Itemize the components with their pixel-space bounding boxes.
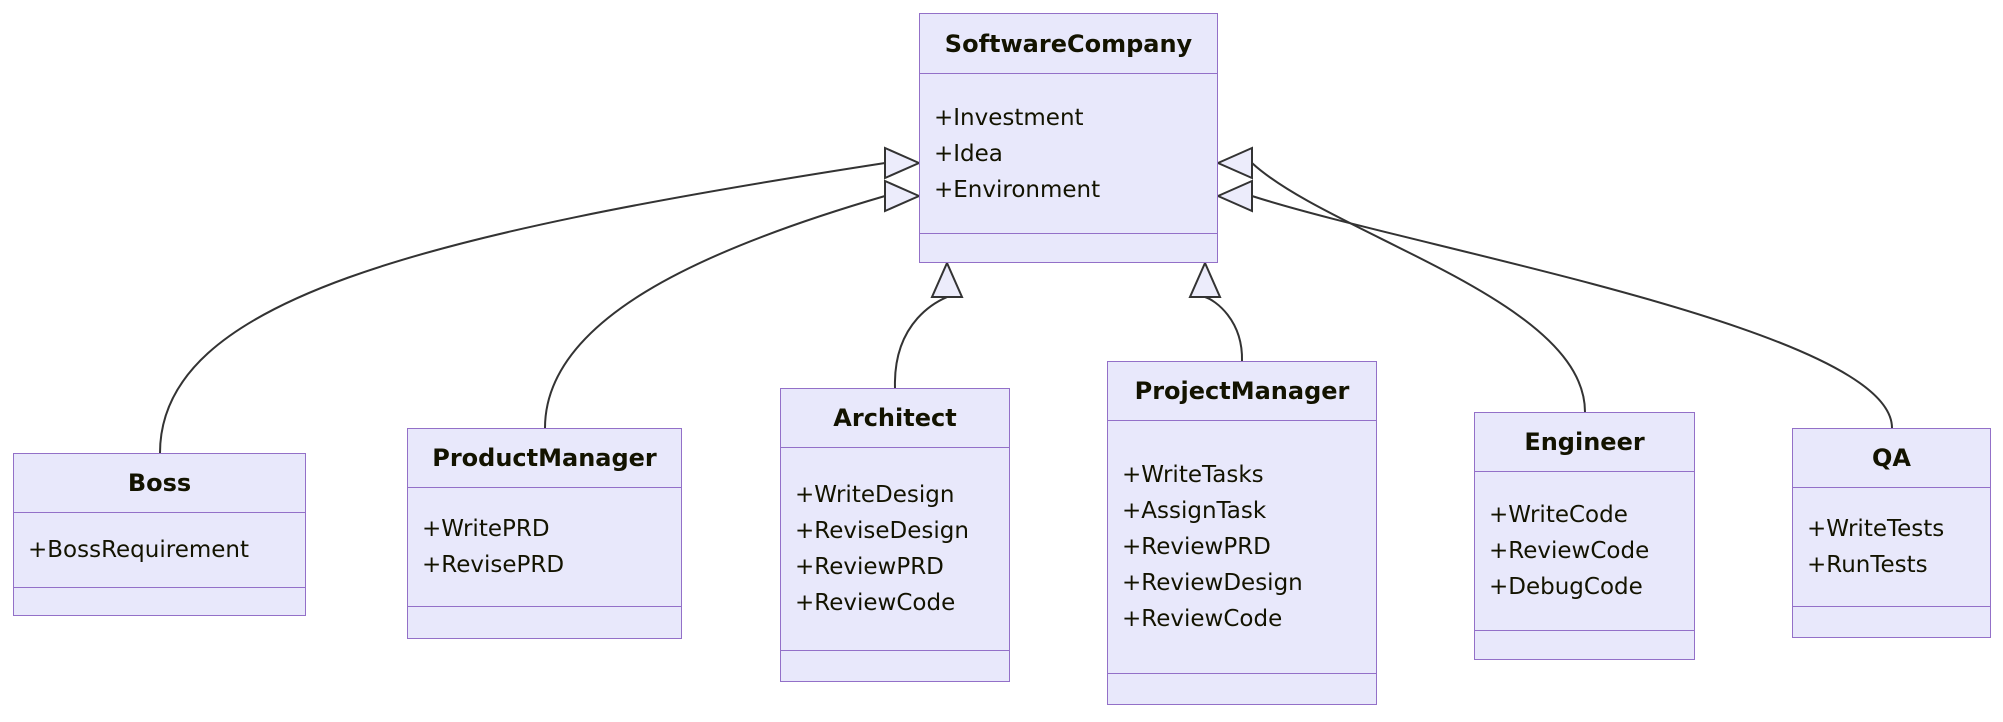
- inheritance-arrowhead-productmanager-to-softwarecompany: [884, 179, 922, 213]
- uml-class-title-boss: Boss: [14, 454, 305, 513]
- uml-attribute: +ReviewPRD: [795, 554, 944, 580]
- uml-attribute: +WriteDesign: [795, 482, 955, 508]
- inheritance-edge-engineer-to-softwarecompany: [1251, 162, 1586, 413]
- uml-class-methods-softwarecompany: [920, 234, 1217, 264]
- uml-class-boss[interactable]: Boss +BossRequirement: [13, 453, 306, 616]
- inheritance-edge-qa-to-softwarecompany: [1251, 195, 1893, 429]
- uml-class-qa[interactable]: QA +WriteTests +RunTests: [1792, 428, 1991, 638]
- uml-attribute: +Environment: [934, 176, 1101, 203]
- uml-class-title-engineer: Engineer: [1475, 413, 1694, 472]
- uml-attribute: +Idea: [934, 140, 1003, 167]
- uml-attribute: +WriteTasks: [1122, 462, 1264, 488]
- uml-class-attributes-qa: +WriteTests +RunTests: [1793, 488, 1990, 607]
- uml-class-title-architect: Architect: [781, 389, 1009, 448]
- uml-class-projectmanager[interactable]: ProjectManager +WriteTasks +AssignTask +Rev…: [1107, 361, 1377, 705]
- uml-class-attributes-boss: +BossRequirement: [14, 513, 305, 588]
- inheritance-arrowhead-projectmanager-to-softwarecompany: [1188, 260, 1222, 298]
- inheritance-arrowhead-boss-to-softwarecompany: [884, 146, 922, 180]
- uml-attribute: +WritePRD: [422, 516, 550, 542]
- uml-attribute: +RevisePRD: [422, 552, 565, 578]
- uml-attribute: +ReviseDesign: [795, 518, 969, 544]
- uml-attribute: +WriteTests: [1807, 516, 1945, 542]
- uml-class-attributes-engineer: +WriteCode +ReviewCode +DebugCode: [1475, 472, 1694, 631]
- uml-attribute: +ReviewCode: [1122, 606, 1283, 632]
- uml-attribute: +AssignTask: [1122, 498, 1267, 524]
- uml-attribute: +WriteCode: [1489, 502, 1628, 528]
- uml-attribute: +Investment: [934, 104, 1084, 131]
- uml-class-engineer[interactable]: Engineer +WriteCode +ReviewCode +DebugCode: [1474, 412, 1695, 660]
- inheritance-edge-productmanager-to-softwarecompany: [544, 195, 886, 429]
- uml-class-methods-projectmanager: [1108, 674, 1376, 706]
- uml-attribute: +ReviewCode: [795, 590, 956, 616]
- inheritance-arrowhead-qa-to-softwarecompany: [1215, 179, 1253, 213]
- uml-class-title-softwarecompany: SoftwareCompany: [920, 14, 1217, 74]
- uml-class-methods-productmanager: [408, 607, 681, 640]
- uml-class-attributes-softwarecompany: +Investment +Idea +Environment: [920, 74, 1217, 234]
- uml-attribute: +RunTests: [1807, 552, 1928, 578]
- uml-class-title-projectmanager: ProjectManager: [1108, 362, 1376, 421]
- inheritance-edge-projectmanager-to-softwarecompany: [1204, 296, 1244, 362]
- uml-attribute: +BossRequirement: [28, 537, 250, 563]
- inheritance-arrowhead-architect-to-softwarecompany: [930, 260, 964, 298]
- inheritance-arrowhead-engineer-to-softwarecompany: [1215, 146, 1253, 180]
- uml-class-attributes-productmanager: +WritePRD +RevisePRD: [408, 488, 681, 607]
- inheritance-edge-boss-to-softwarecompany: [159, 162, 886, 454]
- uml-attribute: +ReviewDesign: [1122, 570, 1303, 596]
- uml-class-productmanager[interactable]: ProductManager +WritePRD +RevisePRD: [407, 428, 682, 639]
- inheritance-edge-architect-to-softwarecompany: [893, 296, 948, 389]
- uml-attribute: +ReviewPRD: [1122, 534, 1271, 560]
- uml-class-title-productmanager: ProductManager: [408, 429, 681, 488]
- uml-class-architect[interactable]: Architect +WriteDesign +ReviseDesign +Revie…: [780, 388, 1010, 682]
- uml-class-methods-engineer: [1475, 631, 1694, 661]
- uml-class-attributes-projectmanager: +WriteTasks +AssignTask +ReviewPRD +ReviewD…: [1108, 421, 1376, 674]
- uml-class-methods-boss: [14, 588, 305, 617]
- uml-class-attributes-architect: +WriteDesign +ReviseDesign +ReviewPRD +Revi…: [781, 448, 1009, 651]
- uml-class-methods-qa: [1793, 607, 1990, 639]
- uml-class-methods-architect: [781, 651, 1009, 683]
- uml-attribute: +DebugCode: [1489, 574, 1643, 600]
- uml-attribute: +ReviewCode: [1489, 538, 1650, 564]
- uml-class-softwarecompany[interactable]: SoftwareCompany +Investment +Idea +Environm…: [919, 13, 1218, 263]
- uml-class-title-qa: QA: [1793, 429, 1990, 488]
